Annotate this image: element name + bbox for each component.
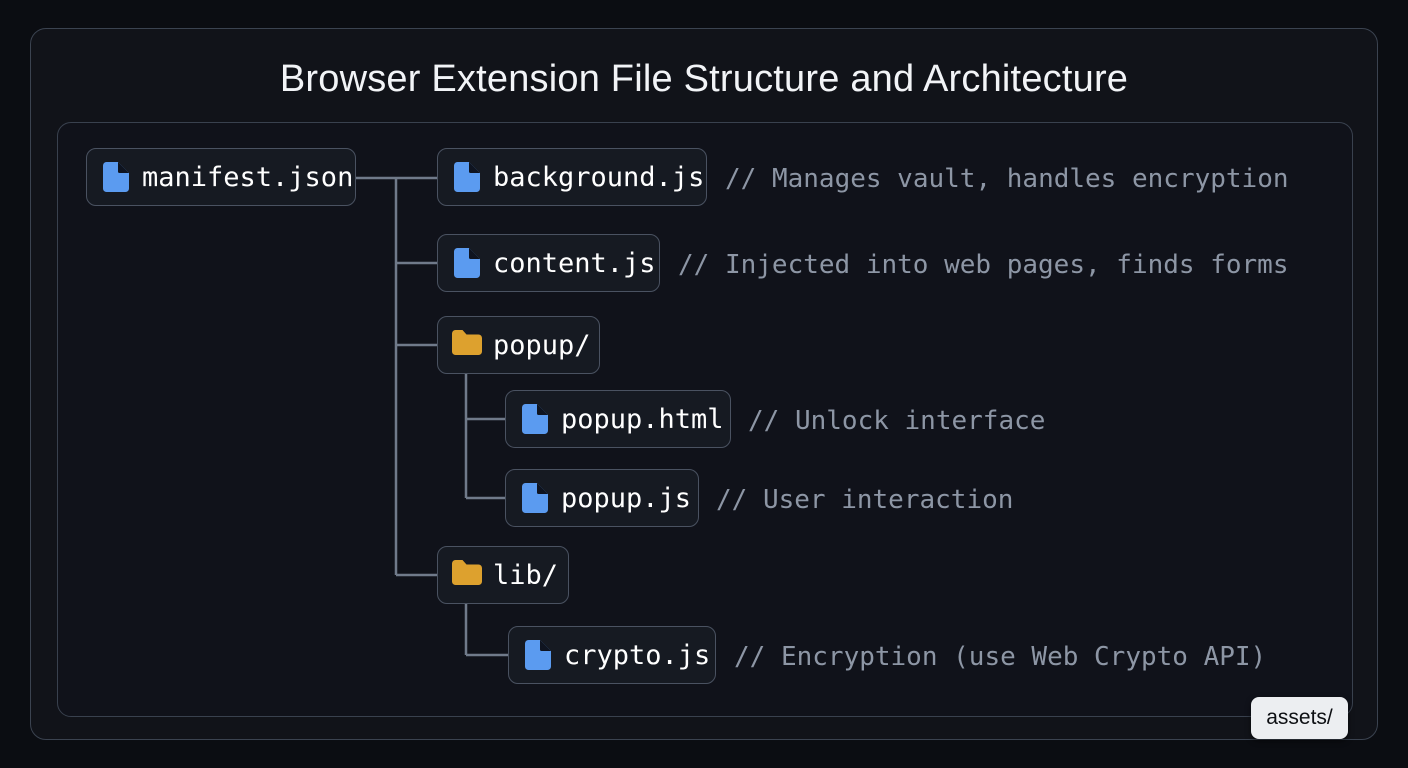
tree-node-popup-folder[interactable]: popup/ xyxy=(437,316,600,374)
assets-badge-label: assets/ xyxy=(1266,706,1333,729)
tree-node-label: lib/ xyxy=(493,559,559,591)
tree-node-label: manifest.json xyxy=(142,161,354,193)
file-icon xyxy=(101,162,129,192)
tree-node-lib-folder[interactable]: lib/ xyxy=(437,546,569,604)
tree-node-label: popup/ xyxy=(493,329,591,361)
tree-node-label: crypto.js xyxy=(564,639,711,671)
tree-node-label: popup.html xyxy=(561,403,724,435)
tree-node-manifest-json[interactable]: manifest.json xyxy=(86,148,356,206)
comment-popup-html: // Unlock interface xyxy=(748,406,1046,436)
tree-node-popup-html[interactable]: popup.html xyxy=(505,390,731,448)
file-icon xyxy=(520,483,548,513)
assets-badge[interactable]: assets/ xyxy=(1251,697,1348,739)
tree-node-label: background.js xyxy=(493,161,705,193)
file-icon xyxy=(523,640,551,670)
folder-icon xyxy=(452,560,482,590)
page-title: Browser Extension File Structure and Arc… xyxy=(279,58,1129,100)
tree-node-label: popup.js xyxy=(561,482,692,514)
tree-node-popup-js[interactable]: popup.js xyxy=(505,469,699,527)
file-icon xyxy=(452,162,480,192)
comment-content-js: // Injected into web pages, finds forms xyxy=(678,250,1289,280)
tree-node-background-js[interactable]: background.js xyxy=(437,148,707,206)
tree-node-crypto-js[interactable]: crypto.js xyxy=(508,626,716,684)
comment-crypto-js: // Encryption (use Web Crypto API) xyxy=(734,642,1267,672)
file-icon xyxy=(520,404,548,434)
tree-node-content-js[interactable]: content.js xyxy=(437,234,660,292)
folder-icon xyxy=(452,330,482,360)
comment-popup-js: // User interaction xyxy=(716,485,1014,515)
tree-node-label: content.js xyxy=(493,247,656,279)
comment-background-js: // Manages vault, handles encryption xyxy=(725,164,1289,194)
file-icon xyxy=(452,248,480,278)
